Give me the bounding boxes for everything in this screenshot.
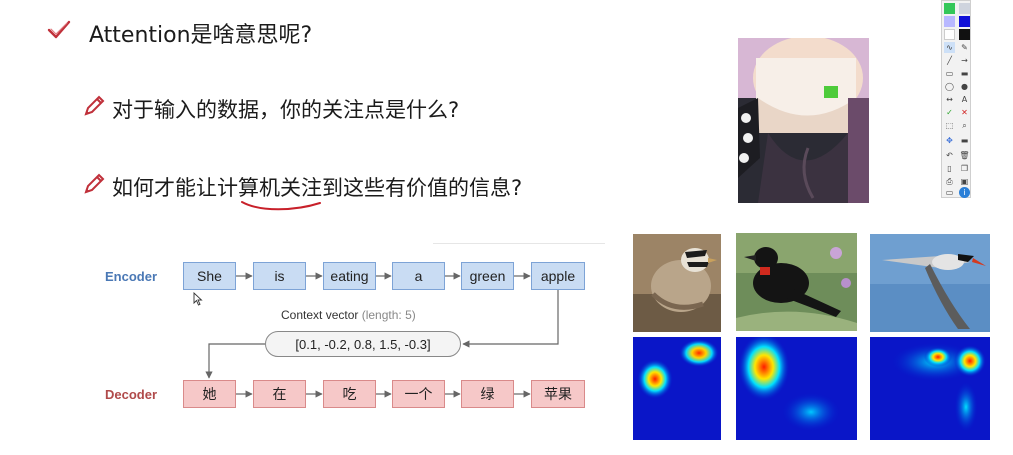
bullet-2: 如何才能让计算机关注到这些有价值的信息? bbox=[112, 176, 523, 200]
page-icon[interactable]: ▯ bbox=[947, 164, 952, 173]
pen-icon[interactable]: ∿ bbox=[944, 42, 955, 53]
double-arrow-icon[interactable]: ↔ bbox=[946, 95, 953, 104]
bird-photo-blackbird bbox=[736, 233, 857, 331]
pencil-tool-icon[interactable]: ✎ bbox=[961, 43, 968, 52]
color-swatch-gray[interactable] bbox=[959, 3, 970, 14]
color-swatch-black[interactable] bbox=[959, 29, 970, 40]
decoder-token: 苹果 bbox=[531, 380, 585, 408]
context-length-text: (length: 5) bbox=[361, 308, 416, 322]
encoder-token: green bbox=[461, 262, 514, 290]
undo-icon[interactable]: ↶ bbox=[946, 151, 953, 160]
bird-photo-sparrow bbox=[633, 234, 721, 332]
info-icon[interactable]: i bbox=[959, 187, 970, 198]
encoder-token: apple bbox=[531, 262, 585, 290]
attention-heatmap-1 bbox=[633, 337, 721, 440]
decoder-token: 在 bbox=[253, 380, 306, 408]
decoder-token: 吃 bbox=[323, 380, 376, 408]
encoder-token: a bbox=[392, 262, 445, 290]
check-icon bbox=[47, 20, 71, 39]
save-icon[interactable]: ▣ bbox=[960, 177, 969, 186]
character-photo bbox=[738, 38, 869, 203]
print-icon[interactable]: ⎙ bbox=[946, 176, 953, 186]
attention-heatmap-3 bbox=[870, 337, 990, 440]
encoder-token: eating bbox=[323, 262, 376, 290]
filled-rectangle-icon[interactable]: ▬ bbox=[960, 69, 969, 78]
encoder-label: Encoder bbox=[105, 269, 158, 284]
bullet-1: 对于输入的数据，你的关注点是什么? bbox=[112, 98, 460, 122]
context-vector-box: [0.1, -0.2, 0.8, 1.5, -0.3] bbox=[265, 331, 461, 357]
arrow-line-icon[interactable]: → bbox=[961, 56, 968, 65]
arrow bbox=[205, 343, 265, 379]
minus-icon[interactable]: ▬ bbox=[960, 136, 969, 145]
text-icon[interactable]: A bbox=[961, 95, 968, 104]
rectangle-icon[interactable]: ▭ bbox=[945, 69, 954, 78]
encoder-token: She bbox=[183, 262, 236, 290]
copy-icon[interactable]: ❐ bbox=[960, 164, 969, 173]
decoder-token: 一个 bbox=[392, 380, 445, 408]
slide-heading: Attention是啥意思呢? bbox=[89, 23, 313, 48]
pencil-icon bbox=[84, 173, 105, 194]
color-swatch-lavender[interactable] bbox=[944, 16, 955, 27]
context-label-text: Context vector bbox=[281, 308, 359, 322]
diagram-arrows bbox=[205, 272, 559, 398]
color-swatch-blue[interactable] bbox=[959, 16, 970, 27]
check-tool-icon[interactable]: ✓ bbox=[946, 108, 953, 117]
filled-ellipse-icon[interactable]: ● bbox=[961, 82, 968, 91]
zoom-icon[interactable]: ⌕ bbox=[962, 120, 967, 130]
divider bbox=[433, 243, 605, 244]
close-icon[interactable]: ✕ bbox=[961, 108, 968, 117]
annotation-toolbar[interactable]: ∿ ✎ ╱ → ▭ ▬ ◯ ● ↔ A ✓ ✕ ⬚ ⌕ ✥ ▬ ↶ 🗑 ▯ ❐ … bbox=[941, 0, 971, 198]
context-vector-label: Context vector (length: 5) bbox=[281, 308, 416, 322]
screen-icon[interactable]: ▭ bbox=[945, 188, 954, 197]
cursor-icon bbox=[193, 292, 203, 306]
decoder-token: 她 bbox=[183, 380, 236, 408]
move-icon[interactable]: ✥ bbox=[946, 136, 953, 145]
color-swatch-green[interactable] bbox=[944, 3, 955, 14]
bird-photo-tern bbox=[870, 234, 990, 332]
annotation-underline bbox=[241, 201, 321, 211]
line-icon[interactable]: ╱ bbox=[947, 56, 952, 65]
color-swatch-white[interactable] bbox=[944, 29, 955, 40]
ellipse-icon[interactable]: ◯ bbox=[945, 82, 954, 91]
attention-heatmap-2 bbox=[736, 337, 857, 440]
delete-icon[interactable]: 🗑 bbox=[959, 151, 970, 160]
pencil-icon bbox=[84, 95, 105, 116]
decoder-token: 绿 bbox=[461, 380, 514, 408]
select-icon[interactable]: ⬚ bbox=[945, 121, 954, 130]
seq2seq-diagram: Encoder Decoder She is eating a green ap… bbox=[95, 245, 600, 435]
decoder-label: Decoder bbox=[105, 387, 158, 402]
encoder-token: is bbox=[253, 262, 306, 290]
arrow bbox=[462, 290, 559, 348]
